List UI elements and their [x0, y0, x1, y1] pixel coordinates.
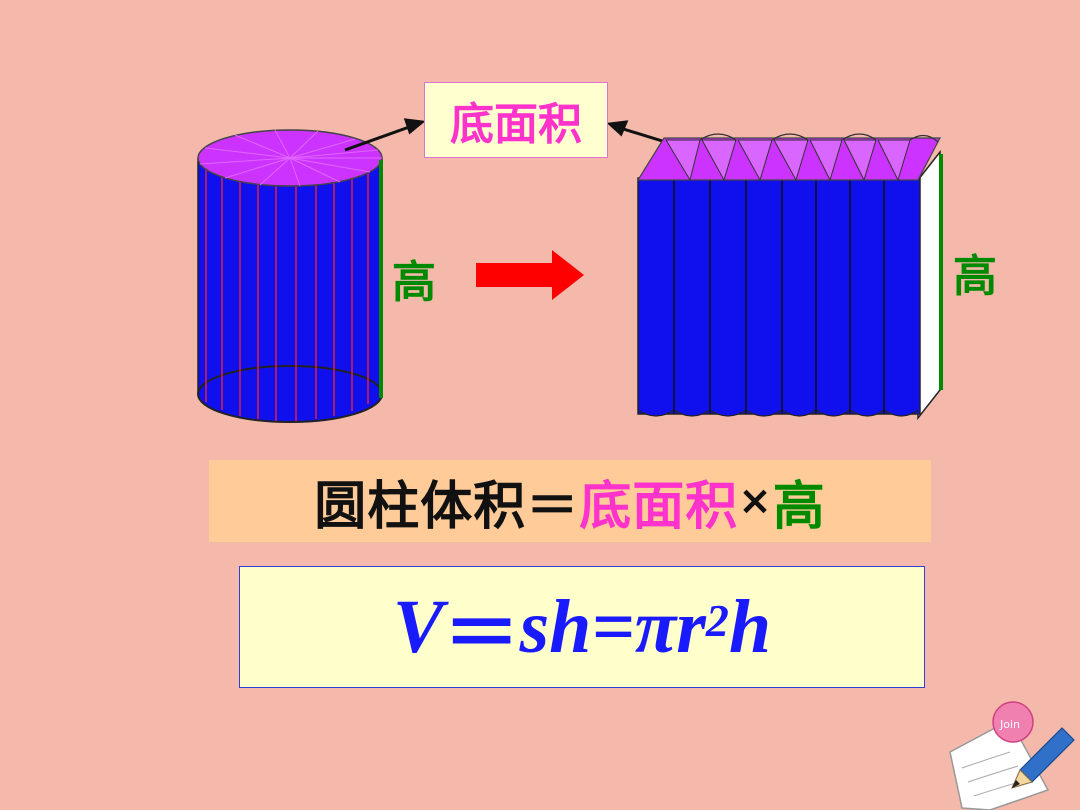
formula-part-height: 高	[772, 476, 826, 537]
formula-part-times: ×	[738, 478, 773, 524]
formula-sh: sh	[519, 584, 592, 669]
cylinder	[197, 129, 383, 423]
base-area-label: 底面积	[424, 82, 608, 158]
prism-height-label: 高	[953, 251, 997, 302]
base-area-pointers	[344, 118, 686, 152]
base-area-text: 底面积	[450, 99, 582, 150]
arrow-right-icon	[476, 250, 584, 300]
formula-pi-r: πr	[634, 584, 706, 669]
notepad-pencil-icon: Join	[949, 701, 1075, 810]
svg-text:Join: Join	[999, 718, 1020, 731]
prism	[636, 133, 943, 421]
formula-eq1: ＝	[443, 593, 520, 677]
cylinder-height-label: 高	[392, 257, 436, 308]
formula-eq2: =	[591, 584, 635, 669]
formula-part-base-area: 底面积	[579, 476, 739, 537]
volume-word-formula: 圆柱体积＝底面积×高	[209, 460, 931, 542]
formula-part-volume: 圆柱体积＝	[314, 476, 580, 537]
formula-v: V	[392, 584, 444, 669]
formula-h: h	[728, 584, 772, 669]
